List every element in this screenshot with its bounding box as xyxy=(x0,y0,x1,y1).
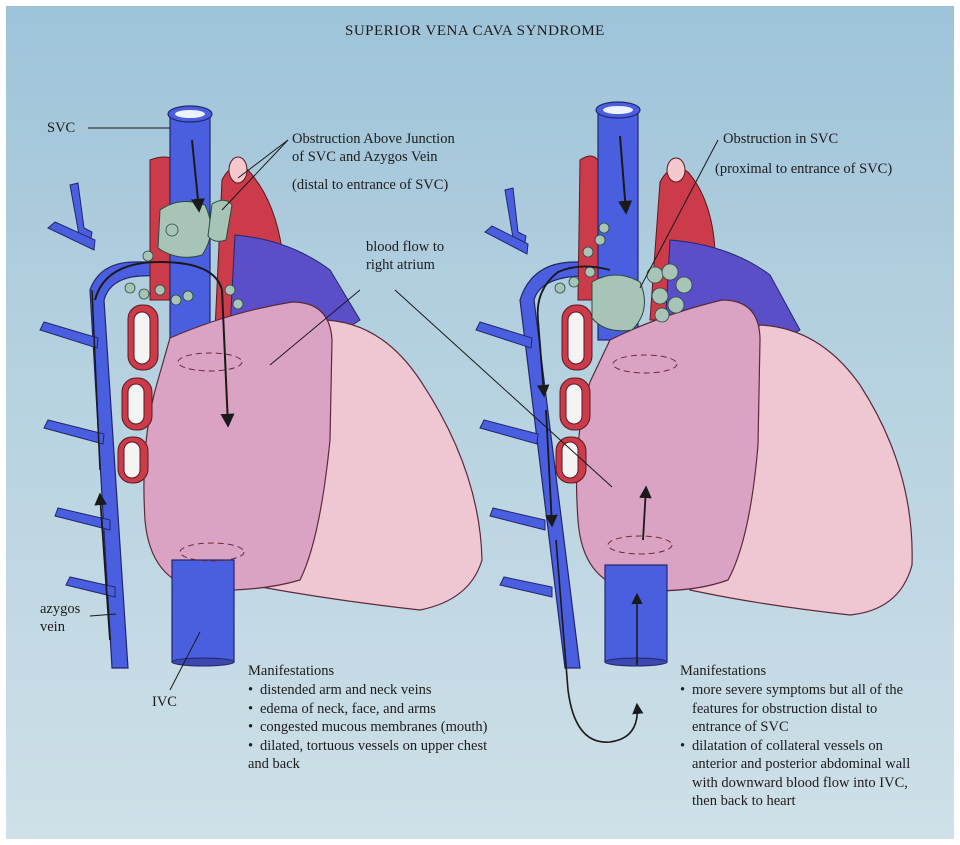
left-manifestations-heading: Manifestations xyxy=(248,663,335,679)
azygos-label-line1: azygos xyxy=(40,601,81,617)
list-item-continuation: and back xyxy=(248,756,300,772)
list-item: congested mucous membranes (mouth) xyxy=(248,718,488,737)
left-obstruction-title-line1: Obstruction Above Junction xyxy=(292,131,455,147)
list-item: edema of neck, face, and arms xyxy=(248,700,488,719)
flow-label-line2: right atrium xyxy=(366,257,435,273)
list-item: dilated, tortuous vessels on upper chest xyxy=(248,737,488,756)
left-vein-branches xyxy=(39,182,116,598)
leader-lines xyxy=(88,127,719,691)
ivc-label: IVC xyxy=(152,694,177,710)
azygos-label-line2: vein xyxy=(40,619,65,635)
left-svc-label: SVC xyxy=(47,120,76,136)
left-manifestations-list: distended arm and neck veins edema of ne… xyxy=(248,681,488,774)
left-obstruction-note: (distal to entrance of SVC) xyxy=(292,177,449,193)
diagram-title: SUPERIOR VENA CAVA SYNDROME xyxy=(345,23,605,39)
right-obstruction-note: (proximal to entrance of SVC) xyxy=(715,161,893,177)
flow-label-line1: blood flow to xyxy=(366,239,445,255)
right-ivc-vessel xyxy=(604,564,668,663)
right-vein-branches xyxy=(475,187,553,598)
left-obstruction-title-line2: of SVC and Azygos Vein xyxy=(292,149,438,165)
left-heart-pink-atrium xyxy=(143,301,333,591)
list-item: dilatation of collateral vessels on ante… xyxy=(680,737,925,811)
list-item: more severe symptoms but all of the feat… xyxy=(680,681,925,737)
list-item: distended arm and neck veins xyxy=(248,681,488,700)
right-manifestations-heading: Manifestations xyxy=(680,663,767,679)
right-manifestations-list: more severe symptoms but all of the feat… xyxy=(680,681,925,811)
left-ivc-vessel xyxy=(171,559,235,663)
right-heart-illustration xyxy=(475,101,913,743)
right-obstruction-title: Obstruction in SVC xyxy=(723,131,839,147)
right-obstruction-clot xyxy=(591,274,645,332)
right-heart-pink-atrium xyxy=(575,299,761,592)
left-heart-illustration xyxy=(39,105,483,669)
